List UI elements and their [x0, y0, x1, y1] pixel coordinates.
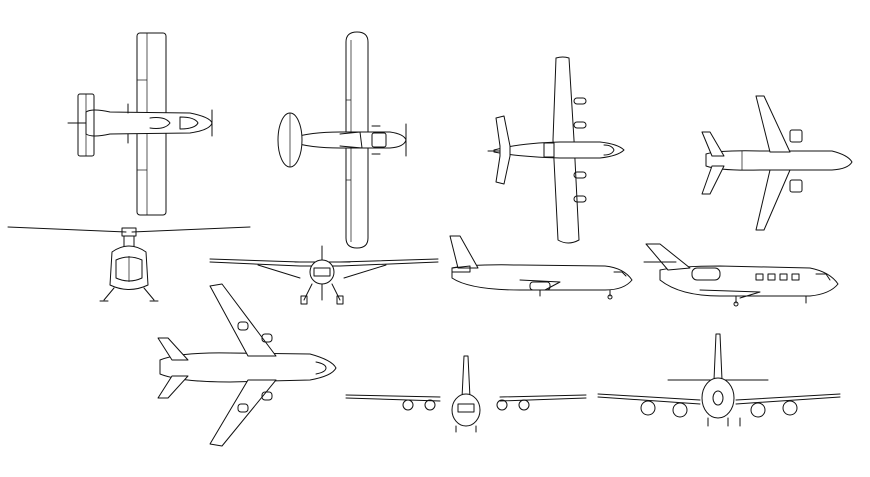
light-plane-front-view [209, 245, 439, 305]
cargo-turboprop-front-view [345, 355, 587, 433]
jumbo-jet-top-view [157, 283, 337, 447]
airliner-front-view [597, 333, 841, 427]
helicopter-front-view [7, 226, 251, 302]
business-jet-side-view [643, 243, 839, 307]
airliner-side-view [449, 235, 633, 300]
business-jet-top-view [701, 95, 853, 231]
cargo-turboprop-top-view [487, 56, 625, 244]
light-plane-top-view [67, 32, 213, 216]
high-wing-plane-top-view [277, 31, 407, 249]
